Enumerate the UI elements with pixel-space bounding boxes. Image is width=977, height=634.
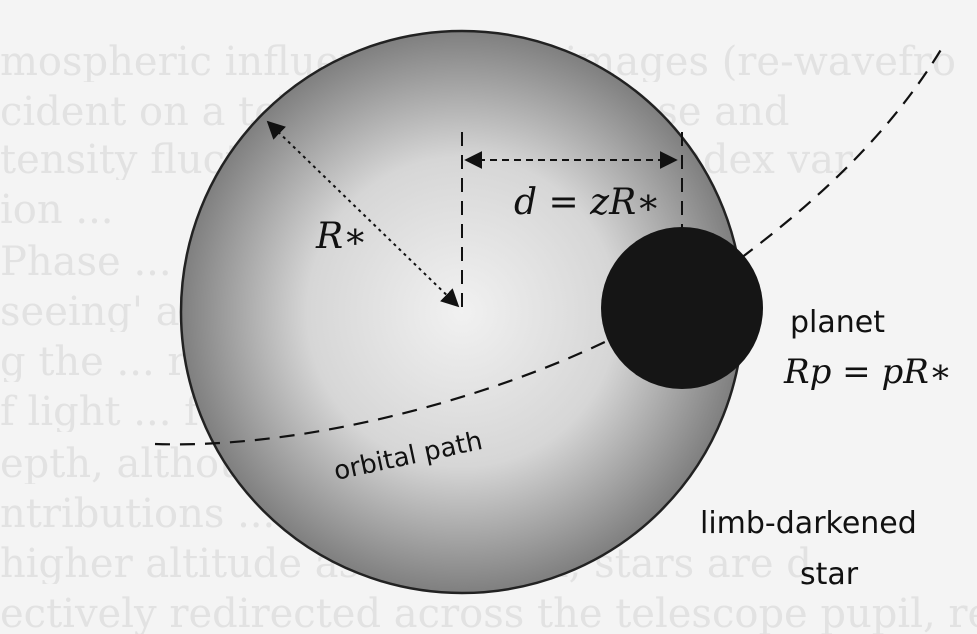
star-label-line1: limb-darkened <box>700 506 917 541</box>
stellar-radius-label: R∗ <box>315 216 368 257</box>
planet-disc <box>601 227 763 389</box>
planet-label: planet <box>790 305 885 340</box>
bg-line: ion ... <box>0 190 114 230</box>
distance-label: d = zR∗ <box>514 182 661 223</box>
star-label-line2: star <box>800 557 859 592</box>
bg-line: ectively redirected across the telescope… <box>0 594 977 634</box>
stellar-radius-arrow <box>266 120 460 308</box>
planet-radius-label: Rp = pR∗ <box>783 352 952 392</box>
